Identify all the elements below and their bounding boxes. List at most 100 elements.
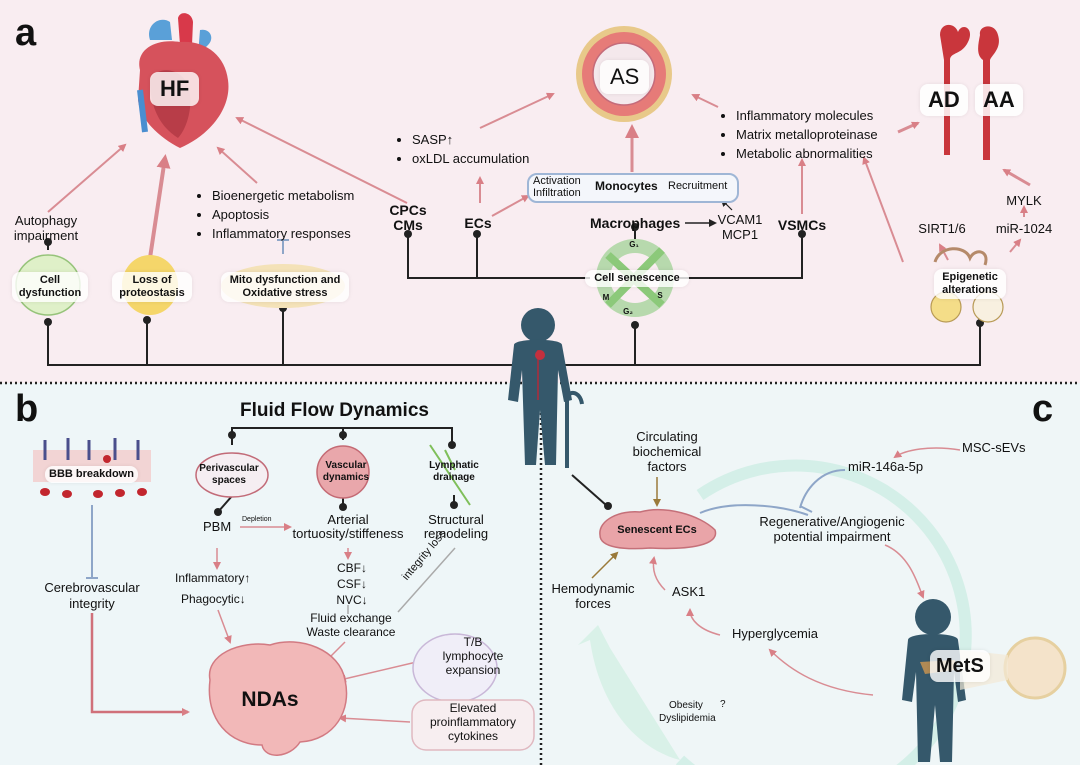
- cms-label: CMs: [393, 217, 423, 233]
- arrow-cytokines-to-ndas: [338, 714, 411, 723]
- autophagy-label: Autophagy impairment: [13, 213, 79, 243]
- panel-a-label: a: [15, 12, 37, 54]
- depletion-label: Depletion: [242, 516, 272, 523]
- csf-label: CSF↓: [337, 577, 367, 591]
- cytokines-label-1: Elevated: [449, 701, 497, 715]
- obesity-label: Obesity: [669, 700, 703, 711]
- inhibit-bar: [799, 505, 813, 513]
- as-label: AS: [600, 60, 650, 95]
- as-bullet: SASP↑: [412, 130, 529, 149]
- tb-label-2: lymphocyte: [442, 649, 504, 663]
- inhibit-ecs-regen: [699, 504, 809, 516]
- ask1-label: ASK1: [672, 584, 706, 599]
- chromatin-icon: [930, 247, 1004, 323]
- structural-label-1: Structural: [428, 512, 484, 527]
- phagocytic-label: Phagocytic↓: [181, 592, 246, 606]
- inflammatory-label: Inflammatory↑: [175, 571, 251, 585]
- ad-label: AD: [920, 84, 968, 117]
- waste-clearance-label: Waste clearance: [306, 625, 396, 639]
- perivascular-icon: [195, 452, 269, 498]
- arterial-label-1: Arterial: [327, 512, 369, 527]
- circulating-label-3: factors: [647, 459, 687, 474]
- arrow-cpcs-to-hf: [235, 117, 408, 204]
- arrow-mets-to-hyperglycemia: [768, 648, 874, 696]
- aa-label: AA: [975, 84, 1023, 117]
- phase-g1: G₁: [629, 240, 639, 249]
- lymphatic-label-2: drainage: [433, 472, 475, 483]
- bbb-label: BBB breakdown: [45, 466, 138, 484]
- activation-label: Activation: [533, 175, 581, 187]
- connector-pbm: [217, 495, 233, 513]
- phase-s: S: [657, 291, 663, 300]
- recruitment-label: Recruitment: [668, 180, 728, 192]
- arrow-autophagy-to-hf: [47, 143, 127, 213]
- hf-label: HF: [150, 72, 200, 107]
- mcp1-label: MCP1: [721, 227, 759, 242]
- panel-c-label: c: [1032, 388, 1054, 430]
- panel-b-label: b: [15, 388, 39, 430]
- hemodynamic-label-2: forces: [575, 596, 611, 611]
- heart-small-icon: [535, 350, 545, 360]
- arterial-label-2: tortuosity/stiffeness: [292, 526, 404, 541]
- inhibit-mir146-regen: [799, 469, 846, 509]
- cytokines-label-2: proinflammatory: [429, 715, 517, 729]
- hyperglycemia-label: Hyperglycemia: [732, 626, 818, 641]
- regen-label-1: Regenerative/Angiogenic: [759, 514, 905, 529]
- cytokines-label-3: cytokines: [447, 729, 499, 743]
- hf-mechanism-list: Bioenergetic metabolism Apoptosis Inflam…: [198, 186, 354, 243]
- perivascular-label-1: Perivascular: [199, 463, 259, 474]
- vascular-label-2: dynamics: [322, 472, 370, 483]
- structural-label-2: remodeling: [423, 526, 489, 541]
- cerebro-label-2: integrity: [69, 596, 115, 611]
- regen-label-2: potential impairment: [773, 529, 891, 544]
- as-mechanism-list: SASP↑ oxLDL accumulation: [398, 130, 529, 168]
- mylk-label: MYLK: [1006, 193, 1042, 208]
- fluid-exchange-label: Fluid exchange: [310, 611, 392, 625]
- tb-label-1: T/B: [463, 635, 483, 649]
- ecs-label: ECs: [464, 215, 492, 231]
- hemodynamic-label-1: Hemodynamic: [551, 581, 635, 596]
- hf-bullet: Apoptosis: [212, 205, 354, 224]
- arrow-msc-to-mir146: [893, 447, 961, 459]
- cerebro-label-1: Cerebrovascular: [44, 580, 140, 595]
- infiltration-label: Infiltration: [533, 187, 581, 199]
- mir146-label: miR-146a-5p: [848, 459, 924, 474]
- vascular-label-1: Vascular: [325, 460, 367, 471]
- cell-senescence-label: Cell senescence: [585, 270, 689, 288]
- epigenetic-label: Epigenetic alterations: [934, 269, 1006, 300]
- vsmc-bullet: Matrix metalloproteinase: [736, 125, 878, 144]
- arrow-epigenetic-to-mir1024: [1009, 238, 1022, 253]
- elderly-person-icon: [508, 308, 584, 468]
- phase-m: M: [602, 293, 610, 302]
- cell-dysfunction-label: Cell dysfunction: [12, 272, 88, 303]
- cytokine-icon: [411, 699, 535, 751]
- cycle-arrow-background: [675, 459, 972, 765]
- msc-sevs-label: MSC-sEVs: [962, 440, 1026, 455]
- fluid-flow-title: Fluid Flow Dynamics: [240, 400, 429, 421]
- arrow-regen-to-mets: [884, 544, 925, 599]
- nvc-label: NVC↓: [336, 593, 368, 607]
- adipose-tissue-icon: [1003, 636, 1067, 700]
- mito-label: Mito dysfunction and Oxidative stress: [221, 272, 349, 303]
- phase-g2: G₂: [623, 307, 633, 316]
- perivascular-label-2: spaces: [212, 475, 246, 486]
- monocytes-box: Activation Infiltration Monocytes Recrui…: [527, 173, 739, 203]
- sirt-label: SIRT1/6: [918, 221, 966, 236]
- arrow-bullets-to-ad: [897, 121, 920, 134]
- circulating-label-1: Circulating: [636, 429, 698, 444]
- arrow-hemodynamic-to-ecs: [591, 551, 619, 579]
- connector-dot: [604, 502, 612, 510]
- lymphatic-icon: [429, 444, 471, 506]
- pbm-label: PBM: [203, 519, 232, 534]
- arrow-ecs-to-monocytes: [491, 195, 530, 217]
- vsmc-mechanism-list: Inflammatory molecules Matrix metallopro…: [722, 106, 878, 163]
- hf-bullet: Inflammatory responses: [212, 224, 354, 243]
- senescent-ecs-label: Senescent ECs: [617, 524, 697, 536]
- vsmcs-label: VSMCs: [777, 217, 827, 233]
- brain-ndas-icon: [208, 641, 348, 756]
- proteostasis-label: Loss of proteostasis: [112, 272, 192, 303]
- lymphatic-label-1: Lymphatic: [429, 460, 479, 471]
- arrow-sasp-to-as: [479, 92, 555, 129]
- vcam1-label: VCAM1: [717, 212, 763, 227]
- endothelial-cell-icon: [599, 508, 717, 550]
